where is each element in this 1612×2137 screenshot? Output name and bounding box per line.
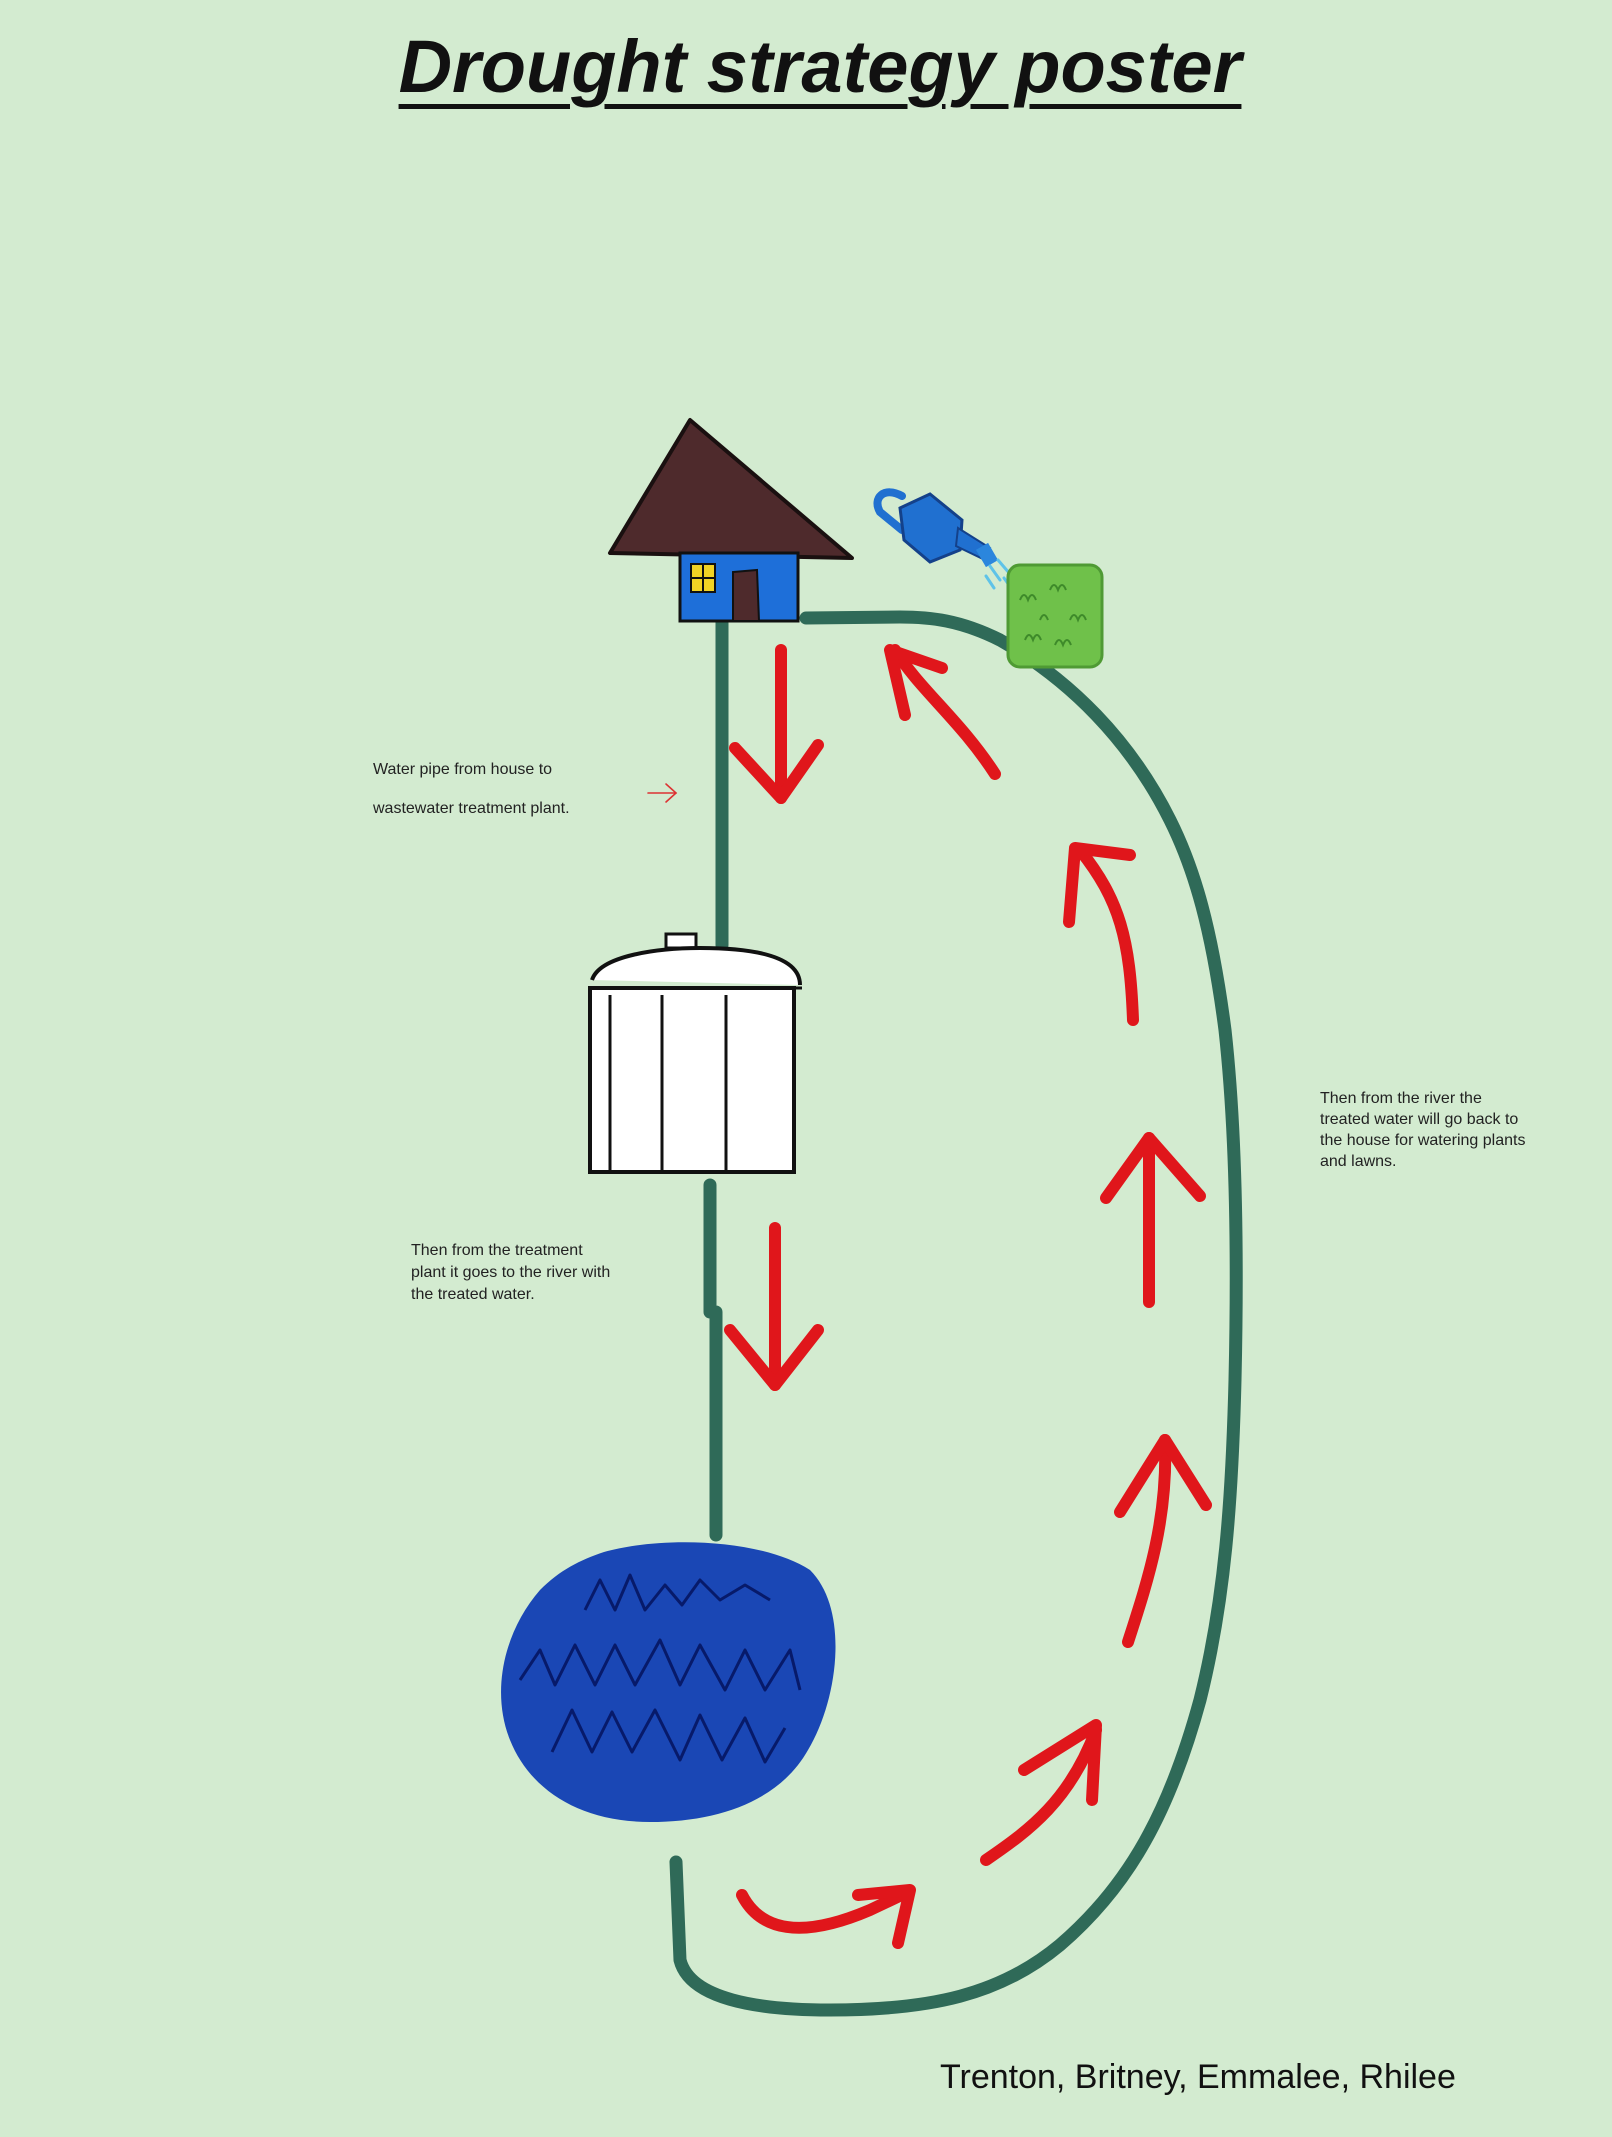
flow-arrow-up-top <box>890 650 995 774</box>
pipe-return-loop <box>676 617 1236 2010</box>
pipe-network <box>676 617 1236 2010</box>
flow-arrow-up-right <box>986 1725 1096 1860</box>
flow-arrow-up-lower <box>1120 1440 1206 1642</box>
authors-credit: Trenton, Britney, Emmalee, Rhilee <box>940 2058 1456 2097</box>
flow-arrow-curve-bottom <box>742 1890 910 1943</box>
watering-can-icon <box>877 492 1014 592</box>
flow-arrow-down-1 <box>735 650 818 798</box>
pipe-label: Water pipe from house to wastewater trea… <box>373 750 633 828</box>
pipe-label-line-2: wastewater treatment plant. <box>373 789 633 828</box>
plant-to-river-label: Then from the treatment plant it goes to… <box>411 1240 611 1306</box>
house-roof <box>610 420 852 558</box>
flow-arrow-down-2 <box>730 1228 818 1385</box>
river-to-house-label: Then from the river the treated water wi… <box>1320 1088 1530 1172</box>
pipe-label-line-1: Water pipe from house to <box>373 750 633 789</box>
poster-title: Drought strategy poster <box>0 24 1612 109</box>
flow-arrow-up-upper <box>1069 848 1133 1020</box>
flow-arrow-up-middle <box>1106 1138 1200 1302</box>
house-icon <box>610 420 852 621</box>
pointer-arrow <box>648 784 676 802</box>
pipe-plant-to-river <box>710 1185 716 1535</box>
house-door <box>733 570 759 621</box>
river-icon <box>501 1542 835 1822</box>
lawn-icon <box>1008 565 1102 667</box>
treatment-plant-icon <box>590 934 802 1172</box>
